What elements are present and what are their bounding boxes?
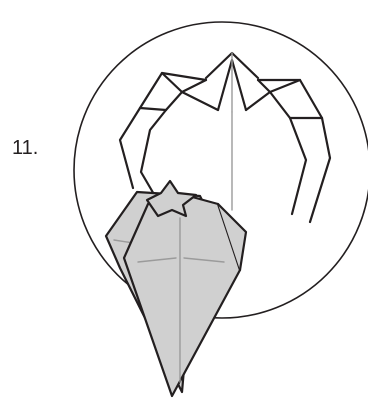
front-layer: [124, 195, 240, 396]
model-lower: [106, 181, 246, 396]
